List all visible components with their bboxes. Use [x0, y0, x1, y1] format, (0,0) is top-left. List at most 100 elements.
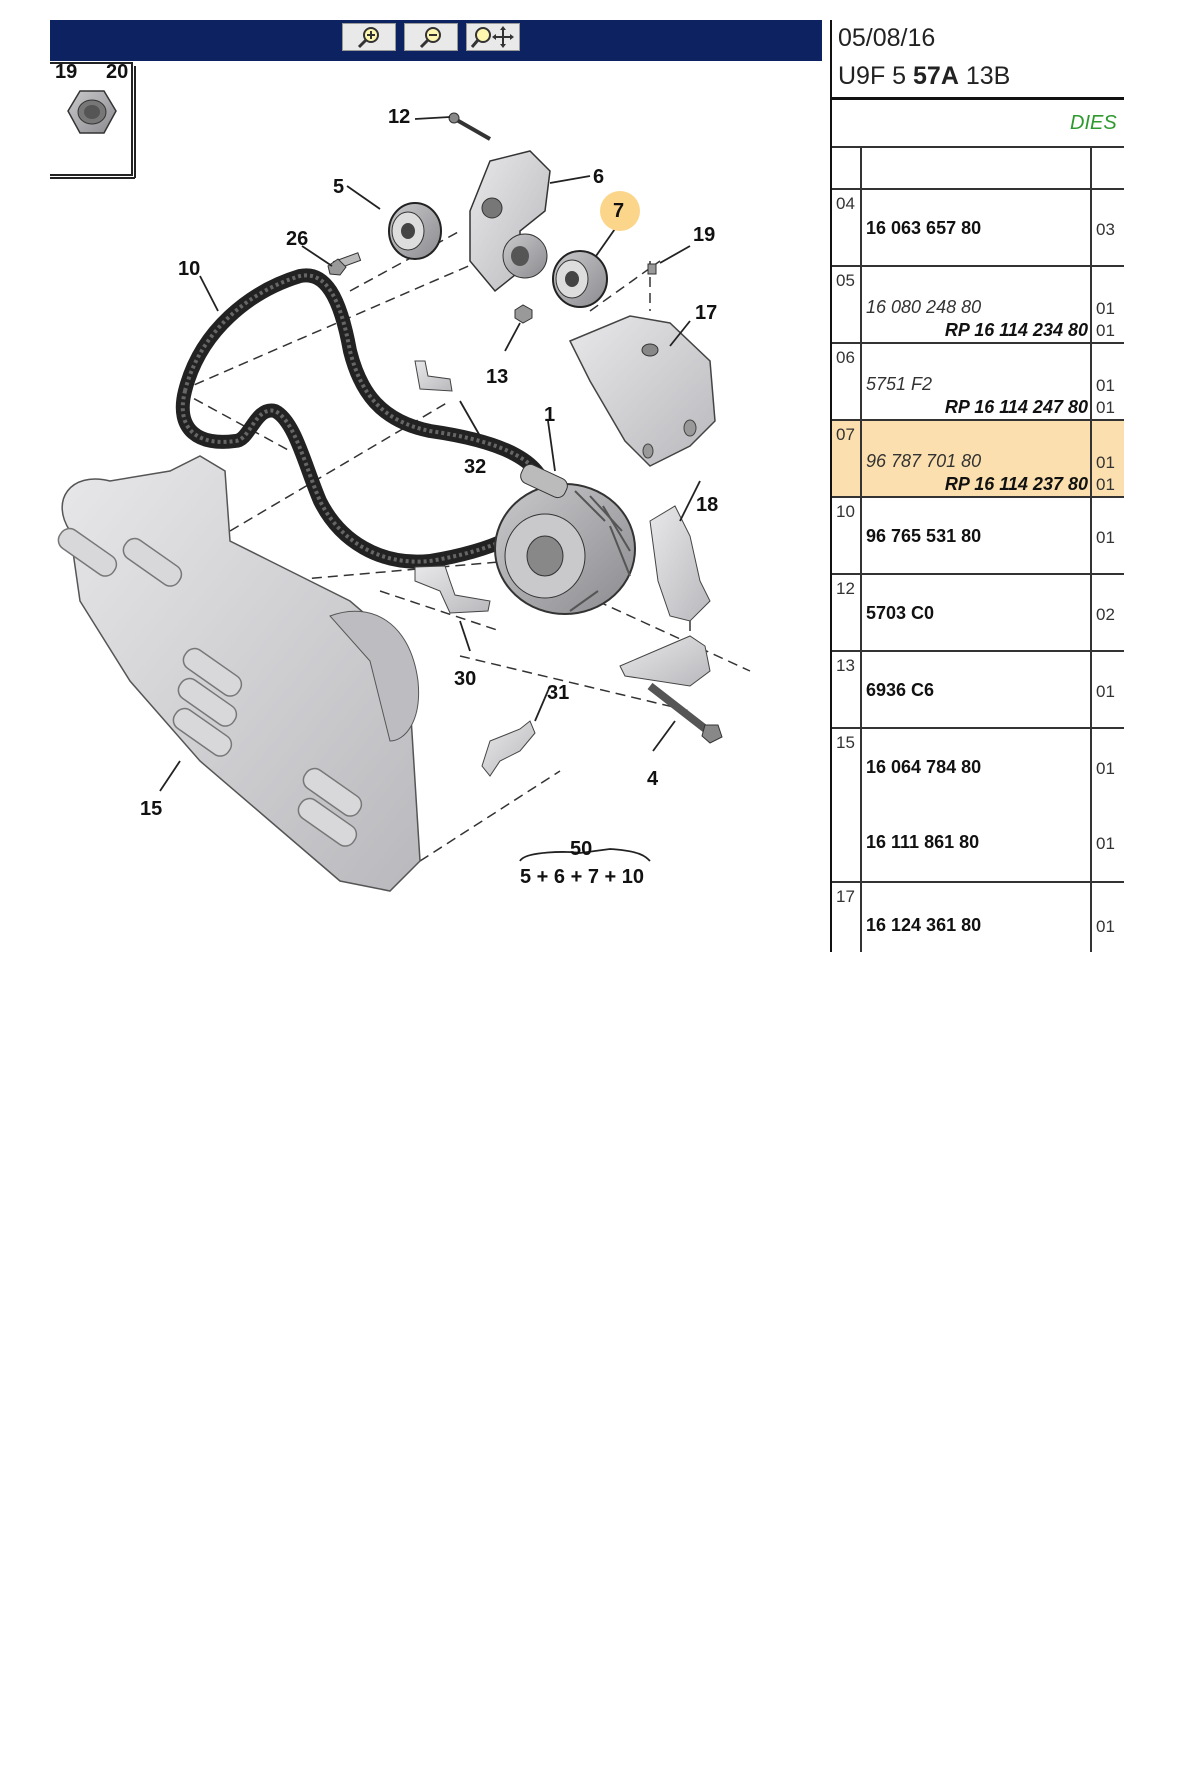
callout-50[interactable]: 50 — [570, 838, 593, 860]
callout-leaders — [159, 116, 701, 862]
part-row-06[interactable]: 06 5751 F2 01 RP 16 114 247 80 01 — [832, 344, 1124, 421]
fuel-type-label: DIES — [1070, 112, 1117, 134]
replacement-quantity: 01 — [1096, 475, 1115, 494]
part-row-13[interactable]: 13 6936 C6 01 — [832, 652, 1124, 729]
bracket-18 — [619, 505, 711, 687]
panel-divider — [830, 20, 833, 952]
bolt-4 — [647, 682, 723, 744]
tensioner-6 — [469, 150, 551, 293]
part-reference[interactable]: 5751 F2 — [866, 374, 933, 394]
vehicle-code-suffix: 13B — [958, 62, 1011, 90]
drive-belt — [175, 268, 553, 569]
position-number: 04 — [836, 194, 855, 213]
diagram-toolbar — [50, 20, 822, 61]
callout-19[interactable]: 19 — [693, 224, 716, 246]
callout-12[interactable]: 12 — [388, 106, 411, 128]
alternator-1 — [494, 463, 636, 615]
callout-17[interactable]: 17 — [695, 302, 718, 324]
callout-5[interactable]: 5 — [333, 176, 345, 198]
callout-13[interactable]: 13 — [486, 366, 509, 388]
quantity: 01 — [1096, 299, 1115, 318]
part-reference[interactable]: 96 765 531 80 — [866, 526, 982, 546]
vehicle-code-bold: 57A — [913, 62, 959, 90]
bolt-26 — [327, 252, 362, 276]
part-row-07-selected[interactable]: 07 96 787 701 80 01 RP 16 114 237 80 01 — [832, 421, 1124, 498]
callout-19-inset[interactable]: 19 — [55, 61, 78, 83]
pulley-7 — [552, 250, 608, 308]
part-reference[interactable]: 5703 C0 — [866, 603, 935, 623]
part-reference[interactable]: 16 080 248 80 — [866, 297, 982, 317]
vehicle-code: U9F 5 57A 13B — [838, 62, 1010, 91]
quantity: 01 — [1096, 528, 1115, 547]
selected-callout-highlight — [600, 191, 640, 231]
part-reference[interactable]: 6936 C6 — [866, 680, 935, 700]
catalogue-date: 05/08/16 — [838, 24, 936, 52]
callout-1[interactable]: 1 — [544, 404, 556, 426]
zoom-out-button[interactable] — [404, 23, 458, 51]
part-reference[interactable]: 96 787 701 80 — [866, 451, 982, 471]
callout-15[interactable]: 15 — [140, 798, 163, 820]
position-number: 07 — [836, 425, 855, 444]
replacement-reference[interactable]: RP 16 114 237 80 — [944, 474, 1088, 494]
vehicle-code-prefix: U9F 5 — [838, 62, 914, 90]
replacement-reference[interactable]: RP 16 114 247 80 — [944, 397, 1088, 417]
cover-17 — [568, 315, 716, 467]
position-number: 12 — [836, 579, 855, 598]
part-row-15[interactable]: 15 16 064 784 80 01 16 111 861 80 01 — [832, 729, 1124, 883]
callout-32[interactable]: 32 — [464, 456, 487, 478]
pan-zoom-icon — [469, 25, 517, 49]
callout-50-kit-contents: 5 + 6 + 7 + 10 — [520, 866, 644, 888]
replacement-quantity: 01 — [1096, 321, 1115, 340]
callout-31[interactable]: 31 — [547, 682, 570, 704]
exploded-view-drawing — [50, 62, 751, 892]
position-number: 15 — [836, 733, 855, 752]
quantity: 01 — [1096, 453, 1115, 472]
zoom-in-button[interactable] — [342, 23, 396, 51]
part-row-12[interactable]: 12 5703 C0 02 — [832, 575, 1124, 652]
quantity: 01 — [1096, 917, 1115, 936]
callout-7[interactable]: 7 — [613, 200, 625, 222]
quantity: 01 — [1096, 759, 1115, 778]
nut-19 — [647, 263, 657, 275]
part-row-10[interactable]: 10 96 765 531 80 01 — [832, 498, 1124, 575]
part-reference[interactable]: 16 124 361 80 — [866, 915, 982, 935]
parts-diagram-panel: 19 20 12 5 6 7 19 26 10 17 13 1 32 18 30… — [50, 20, 822, 952]
bracket-32 — [414, 360, 453, 392]
part-reference[interactable]: 16 063 657 80 — [866, 218, 982, 238]
position-number: 10 — [836, 502, 855, 521]
part-row-17[interactable]: 17 16 124 361 80 01 — [832, 883, 1124, 952]
table-header-row — [832, 148, 1124, 190]
quantity: 01 — [1096, 682, 1115, 701]
nut-13 — [514, 304, 533, 324]
callout-6[interactable]: 6 — [593, 166, 605, 188]
part-reference-alt[interactable]: 16 111 861 80 — [866, 832, 980, 852]
timing-cover-15 — [57, 455, 421, 892]
quantity: 03 — [1096, 220, 1115, 239]
zoom-in-icon — [351, 25, 387, 49]
position-number: 05 — [836, 271, 855, 290]
callout-26[interactable]: 26 — [286, 228, 309, 250]
bracket-30 — [414, 565, 491, 614]
pan-zoom-button[interactable] — [466, 23, 520, 51]
quantity: 01 — [1096, 376, 1115, 395]
zoom-out-icon — [413, 25, 449, 49]
callout-30[interactable]: 30 — [454, 668, 477, 690]
position-number: 17 — [836, 887, 855, 906]
quantity-alt: 01 — [1096, 834, 1115, 853]
position-number: 06 — [836, 348, 855, 367]
bolt-12 — [448, 112, 491, 141]
replacement-reference[interactable]: RP 16 114 234 80 — [944, 320, 1088, 340]
callout-20-inset[interactable]: 20 — [106, 61, 129, 83]
part-row-05[interactable]: 05 16 080 248 80 01 RP 16 114 234 80 01 — [832, 267, 1124, 344]
part-row-04[interactable]: 04 16 063 657 80 03 — [832, 190, 1124, 267]
header-rule — [832, 97, 1124, 100]
callout-4[interactable]: 4 — [647, 768, 659, 790]
replacement-quantity: 01 — [1096, 398, 1115, 417]
part-reference[interactable]: 16 064 784 80 — [866, 757, 982, 777]
callout-10[interactable]: 10 — [178, 258, 201, 280]
callout-18[interactable]: 18 — [696, 494, 719, 516]
parts-list-panel: 05/08/16 U9F 5 57A 13B DIES 04 16 063 65… — [832, 20, 1124, 952]
inset-nut-box — [50, 62, 136, 179]
table-top-rule — [832, 146, 1124, 148]
position-number: 13 — [836, 656, 855, 675]
